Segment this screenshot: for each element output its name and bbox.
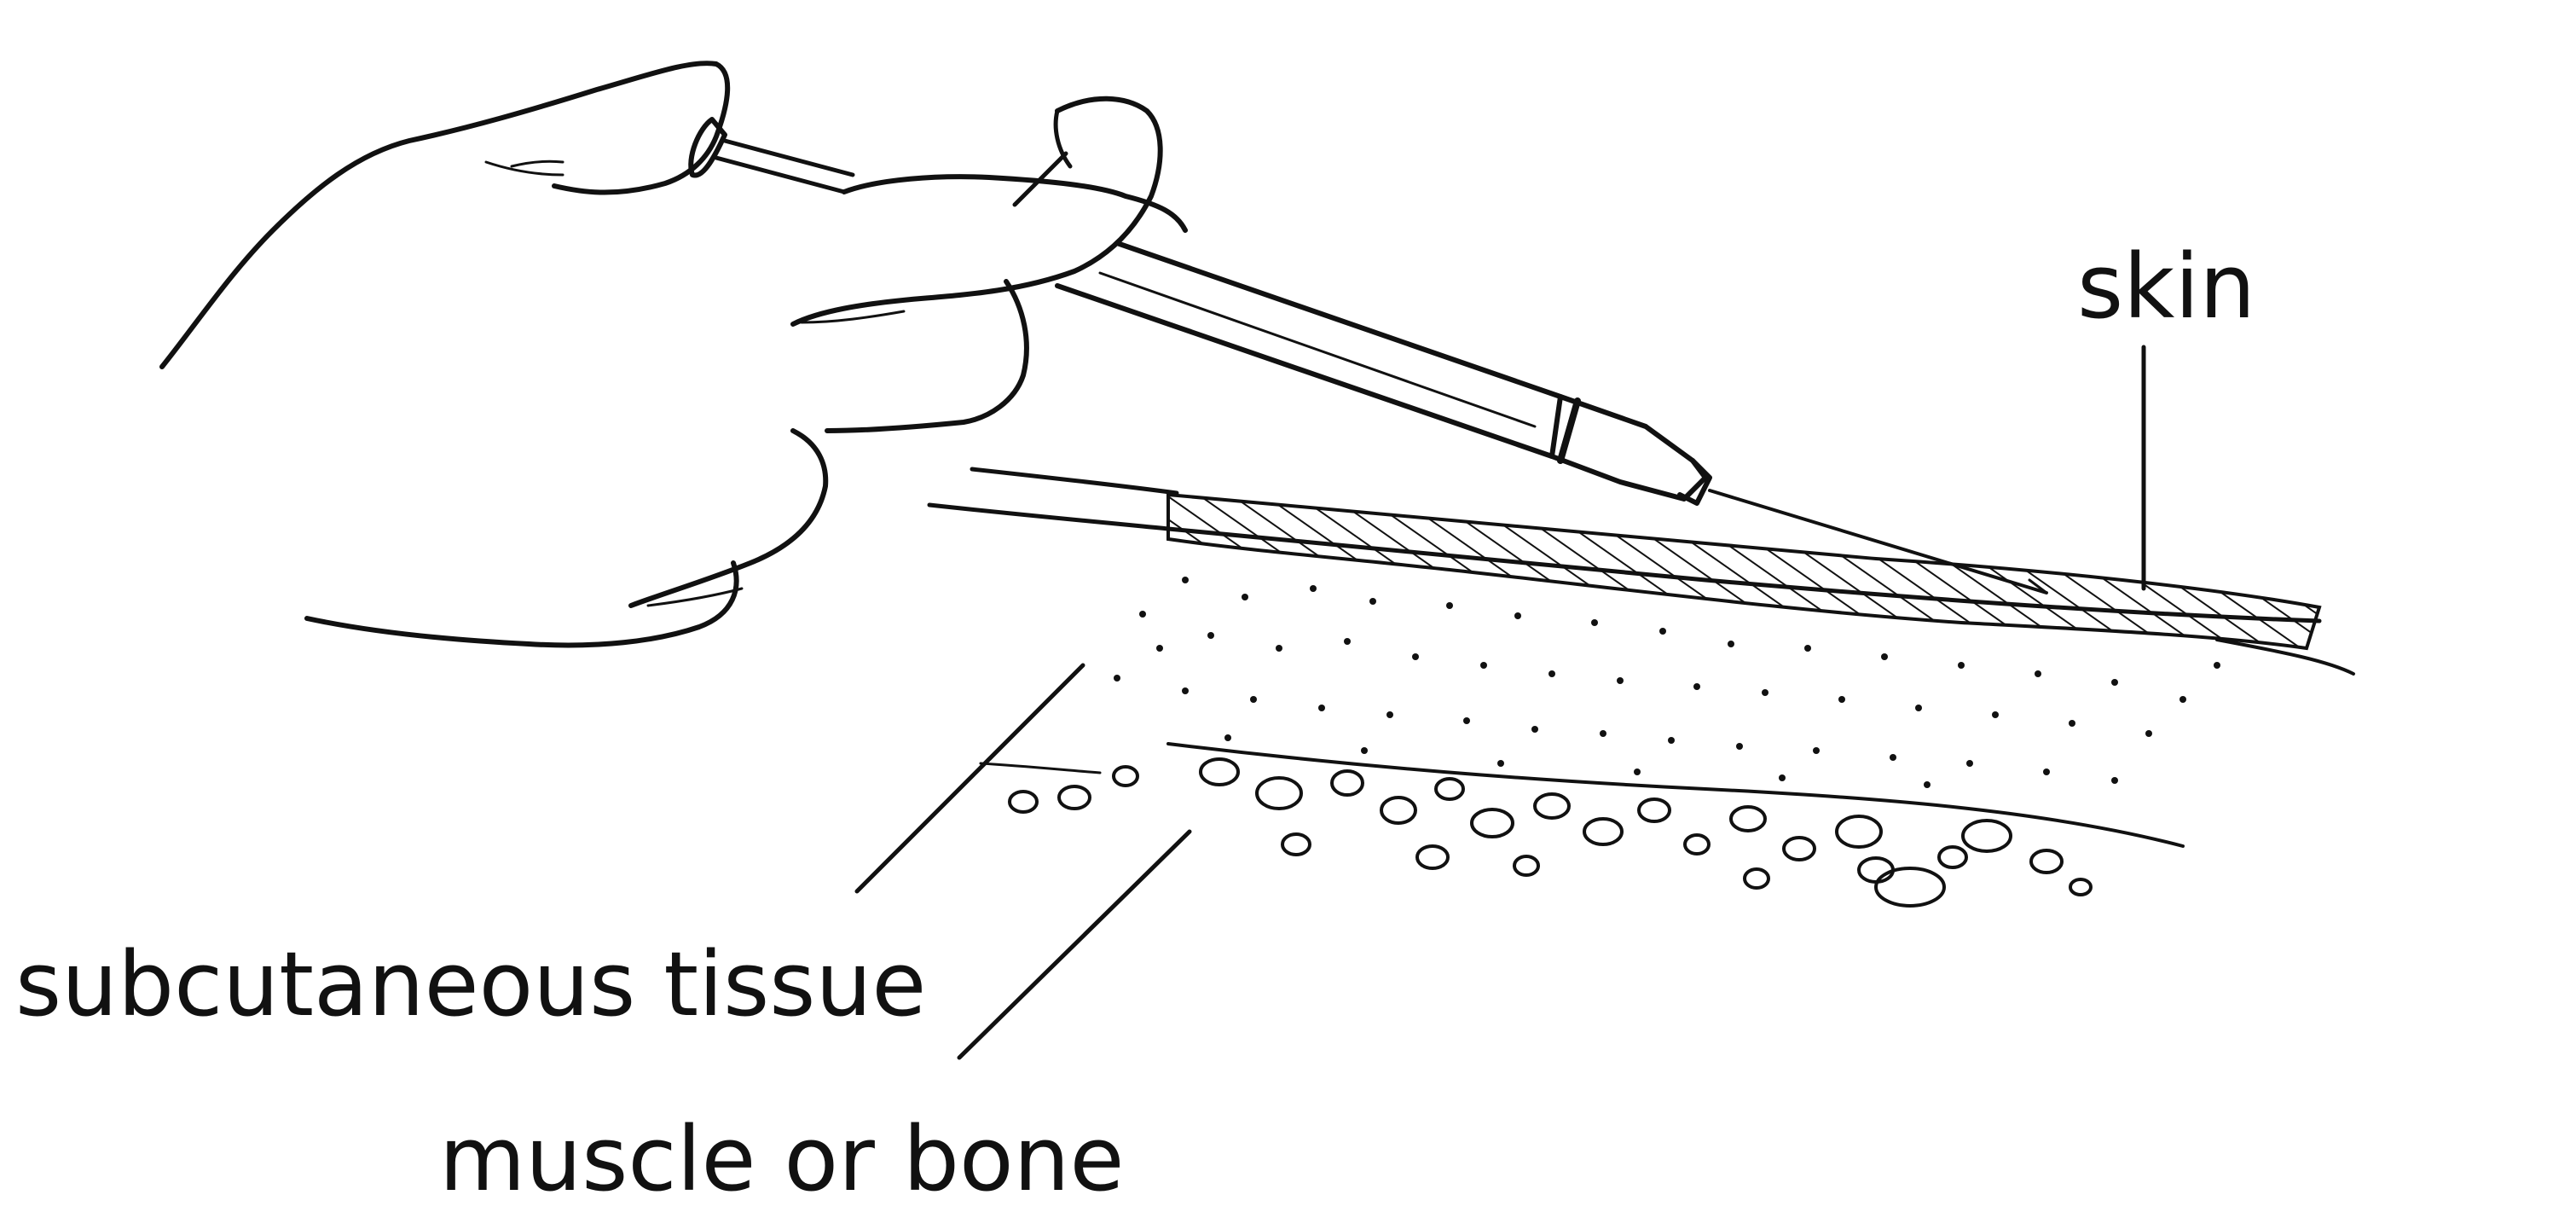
subcutaneous-tissue-label: subcutaneous tissue bbox=[15, 932, 926, 1036]
hand bbox=[162, 63, 1185, 645]
tissue-muscle-boundary bbox=[1168, 744, 2183, 846]
syringe-plunger bbox=[716, 141, 853, 192]
tissue-muscle-boundary-left bbox=[981, 763, 1100, 773]
skin-surface-line-back bbox=[972, 469, 1177, 493]
skin-label: skin bbox=[2077, 235, 2255, 339]
subcutaneous-tissue-leader-line bbox=[857, 665, 1083, 891]
hand-thumb bbox=[1015, 111, 1070, 205]
skin-layer bbox=[1168, 495, 2319, 648]
syringe-barrel-inner bbox=[1100, 273, 1535, 426]
syringe-barrel bbox=[1057, 243, 1560, 456]
muscle-or-bone-label: muscle or bone bbox=[439, 1107, 1125, 1211]
syringe-hub-ring bbox=[1560, 401, 1577, 461]
muscle-or-bone-leader-line bbox=[959, 832, 1190, 1058]
hand-knuckle-lines bbox=[486, 161, 921, 606]
hand-outline bbox=[162, 63, 1185, 645]
tissue-layers bbox=[929, 469, 2353, 906]
